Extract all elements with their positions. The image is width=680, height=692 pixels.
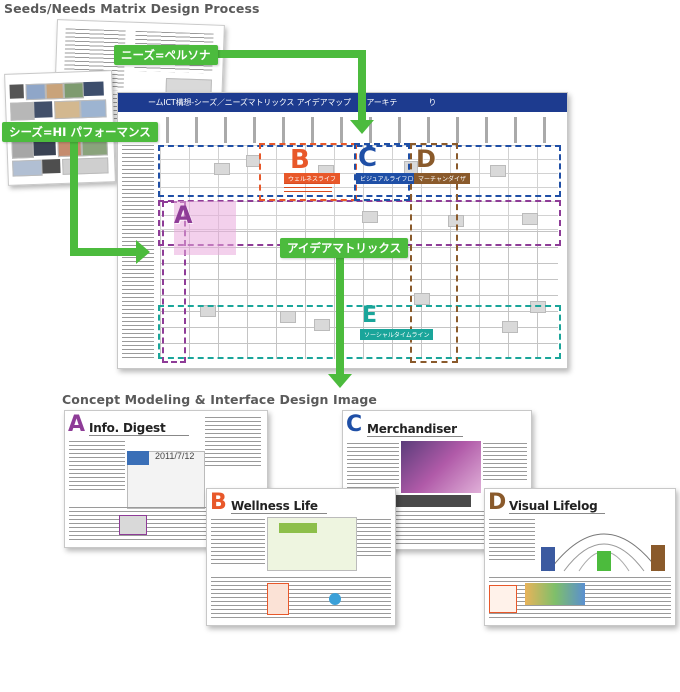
concept-card-d: D Visual Lifelog — [484, 488, 676, 626]
needs-arrow-label: ニーズ=ペルソナ — [114, 45, 218, 65]
concept-card-b: B Wellness Life — [206, 488, 396, 626]
cluster-label-b: ウェルネスライフ — [284, 173, 341, 184]
cluster-letter-d: D — [416, 145, 436, 173]
seeds-arrow-stem — [70, 135, 78, 256]
card-a-date: 2011/7/12 — [155, 451, 195, 461]
cluster-band-blue — [158, 145, 561, 197]
cluster-label-e: ソーシャルタイムライン — [360, 329, 434, 340]
cluster-column-b — [259, 143, 357, 201]
seeds-arrow-head — [136, 240, 150, 264]
cluster-label-c: ビジュアルライフログ — [356, 173, 424, 184]
concept-letter-d: D — [488, 490, 507, 515]
process-heading: Seeds/Needs Matrix Design Process — [4, 1, 260, 16]
matrix-title: ームICT構想-シーズ／ニーズマトリックス アイデアマップ UIアーキテ り — [148, 98, 437, 107]
matrix-arrow-stem — [336, 250, 344, 376]
cluster-letter-e: E — [362, 303, 378, 328]
cluster-label-d: マーチャンダイザ — [414, 173, 470, 184]
cluster-band-teal — [158, 305, 561, 359]
concept-letter-c: C — [346, 412, 363, 437]
lifelog-arc-diagram-icon — [541, 533, 665, 572]
cluster-letter-a: A — [174, 201, 193, 229]
matrix-arrow-label: アイデアマトリックス — [280, 238, 409, 258]
needs-arrow-stem — [358, 50, 366, 122]
cluster-column-d — [410, 143, 458, 363]
concept-title-c: Merchandiser — [367, 422, 457, 436]
cluster-letter-c: C — [358, 143, 378, 173]
concept-letter-a: A — [68, 412, 86, 437]
seeds-arrow-bar — [70, 248, 138, 256]
matrix-header: ームICT構想-シーズ／ニーズマトリックス アイデアマップ UIアーキテ り — [118, 93, 567, 112]
needs-arrow-head — [350, 120, 374, 134]
concept-title-b: Wellness Life — [231, 499, 318, 513]
seeds-arrow-label: シーズ=HI パフォーマンス — [2, 122, 158, 142]
concept-letter-b: B — [210, 490, 227, 515]
needs-arrow-bar — [120, 50, 366, 58]
concept-title-a: Info. Digest — [89, 421, 166, 435]
cluster-column-c — [354, 143, 410, 201]
matrix-arrow-head — [328, 374, 352, 388]
cluster-letter-b: B — [290, 145, 310, 175]
concept-title-d: Visual Lifelog — [509, 499, 598, 513]
concept-heading: Concept Modeling & Interface Design Imag… — [62, 392, 377, 407]
